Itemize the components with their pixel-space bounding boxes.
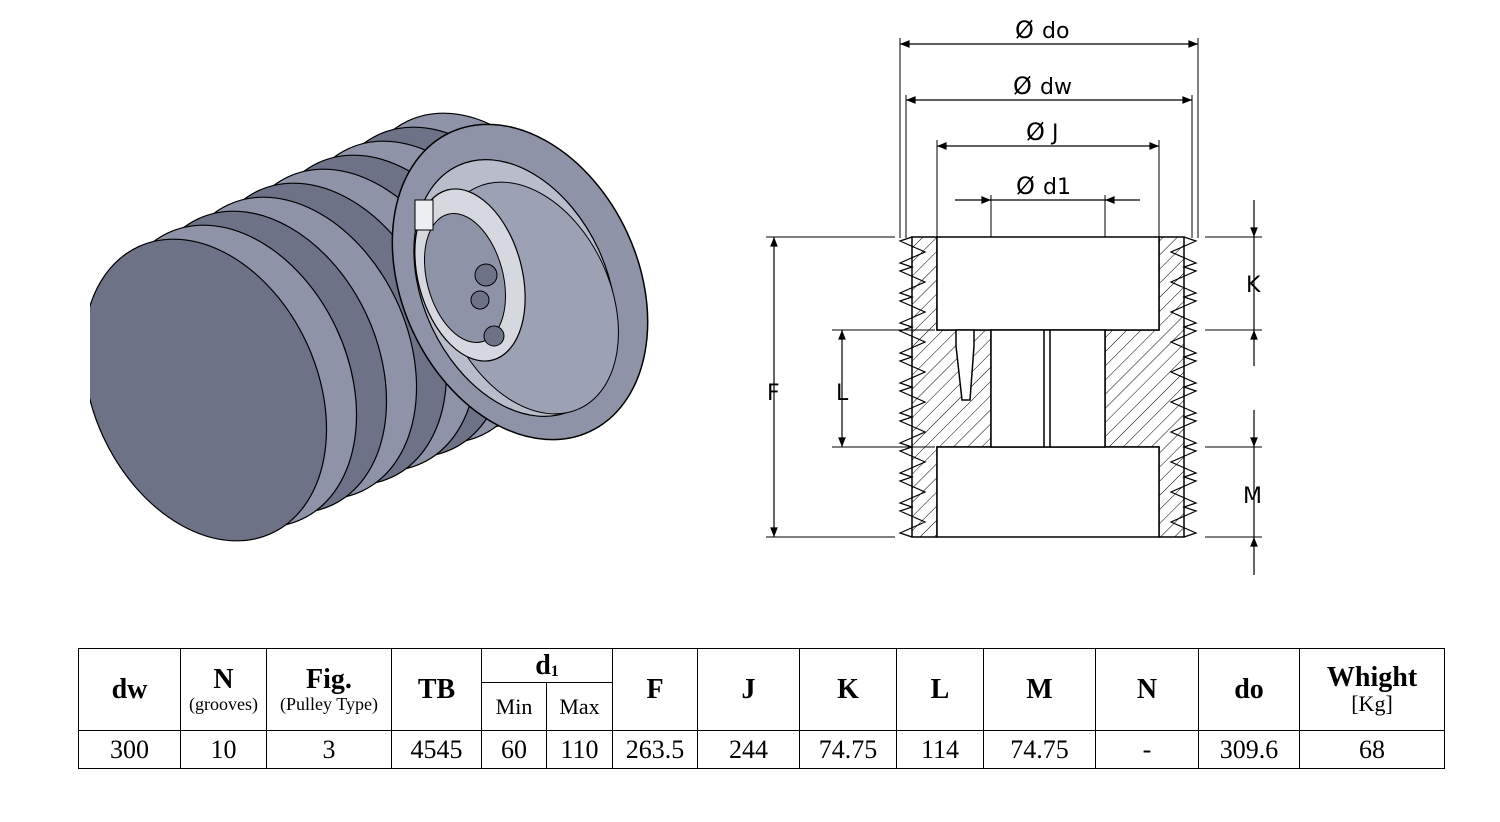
length-labels: F L K M: [767, 273, 1262, 509]
groove-ring: [90, 238, 328, 542]
header-grooves: N(grooves): [180, 648, 267, 731]
header-tb: TB: [391, 648, 482, 731]
set-screw: [955, 329, 975, 401]
cell-d1-max: 110: [545, 729, 614, 770]
label-K: K: [1246, 273, 1261, 298]
cell-M: 74.75: [983, 729, 1097, 770]
cell-weight: 68: [1299, 729, 1446, 770]
label-d1: d1: [1043, 175, 1071, 200]
cell-J: 244: [697, 729, 801, 770]
label-J: J: [1050, 121, 1059, 146]
pulley-3d-illustration: [90, 112, 649, 542]
header-fig: Fig.(Pulley Type): [266, 648, 392, 731]
header-weight: Whight[Kg]: [1299, 648, 1446, 731]
section-drawing: Ø do Ø dw Ø J Ø d1 F L K M: [766, 16, 1262, 575]
label-dw: dw: [1040, 75, 1072, 100]
svg-text:Ø: Ø: [1026, 118, 1045, 146]
header-K: K: [799, 648, 898, 731]
cell-fig: 3: [266, 729, 392, 770]
header-M: M: [983, 648, 1097, 731]
cell-K: 74.75: [799, 729, 898, 770]
cell-do: 309.6: [1198, 729, 1301, 770]
lower-bore: [936, 446, 1160, 538]
label-do: do: [1042, 19, 1069, 44]
diameter-labels: Ø do Ø dw Ø J Ø d1: [1013, 16, 1072, 200]
header-row: dw N(grooves) Fig.(Pulley Type) TB d1 F …: [78, 647, 1446, 731]
header-F: F: [612, 648, 699, 731]
header-dw: dw: [78, 648, 181, 731]
pulley-teeth: [898, 236, 1198, 538]
pulley-section: [911, 236, 1185, 538]
cell-dw: 300: [78, 729, 181, 770]
svg-text:Ø: Ø: [1016, 172, 1035, 200]
header-d1-max: Max: [545, 682, 614, 731]
upper-bore: [936, 236, 1160, 331]
label-L: L: [836, 381, 849, 406]
label-M: M: [1243, 484, 1262, 509]
header-J: J: [697, 648, 801, 731]
left-groove-profile: [898, 236, 927, 538]
cell-tb: 4545: [391, 729, 482, 770]
header-d1: d1: [480, 647, 614, 684]
dimension-lines: [770, 40, 1258, 575]
cell-L: 114: [896, 729, 985, 770]
label-F: F: [767, 381, 780, 406]
header-L: L: [896, 648, 985, 731]
table-row: 300 10 3 4545 60 110 263.5 244 74.75 114…: [78, 729, 1446, 770]
right-groove-profile: [1169, 236, 1198, 538]
svg-text:Ø: Ø: [1013, 72, 1032, 100]
taper-bush: [414, 188, 526, 362]
hub-bore: [990, 329, 1106, 448]
subheader-row: Min Max: [79, 682, 1445, 731]
header-d1-min: Min: [481, 682, 547, 731]
cell-N: -: [1095, 729, 1200, 770]
cell-F: 263.5: [612, 729, 699, 770]
svg-text:Ø: Ø: [1015, 16, 1034, 44]
header-N: N: [1095, 648, 1200, 731]
specification-table: dw N(grooves) Fig.(Pulley Type) TB d1 F …: [78, 647, 1446, 770]
header-do: do: [1198, 648, 1301, 731]
cell-d1-min: 60: [481, 729, 547, 770]
cell-grooves: 10: [180, 729, 267, 770]
